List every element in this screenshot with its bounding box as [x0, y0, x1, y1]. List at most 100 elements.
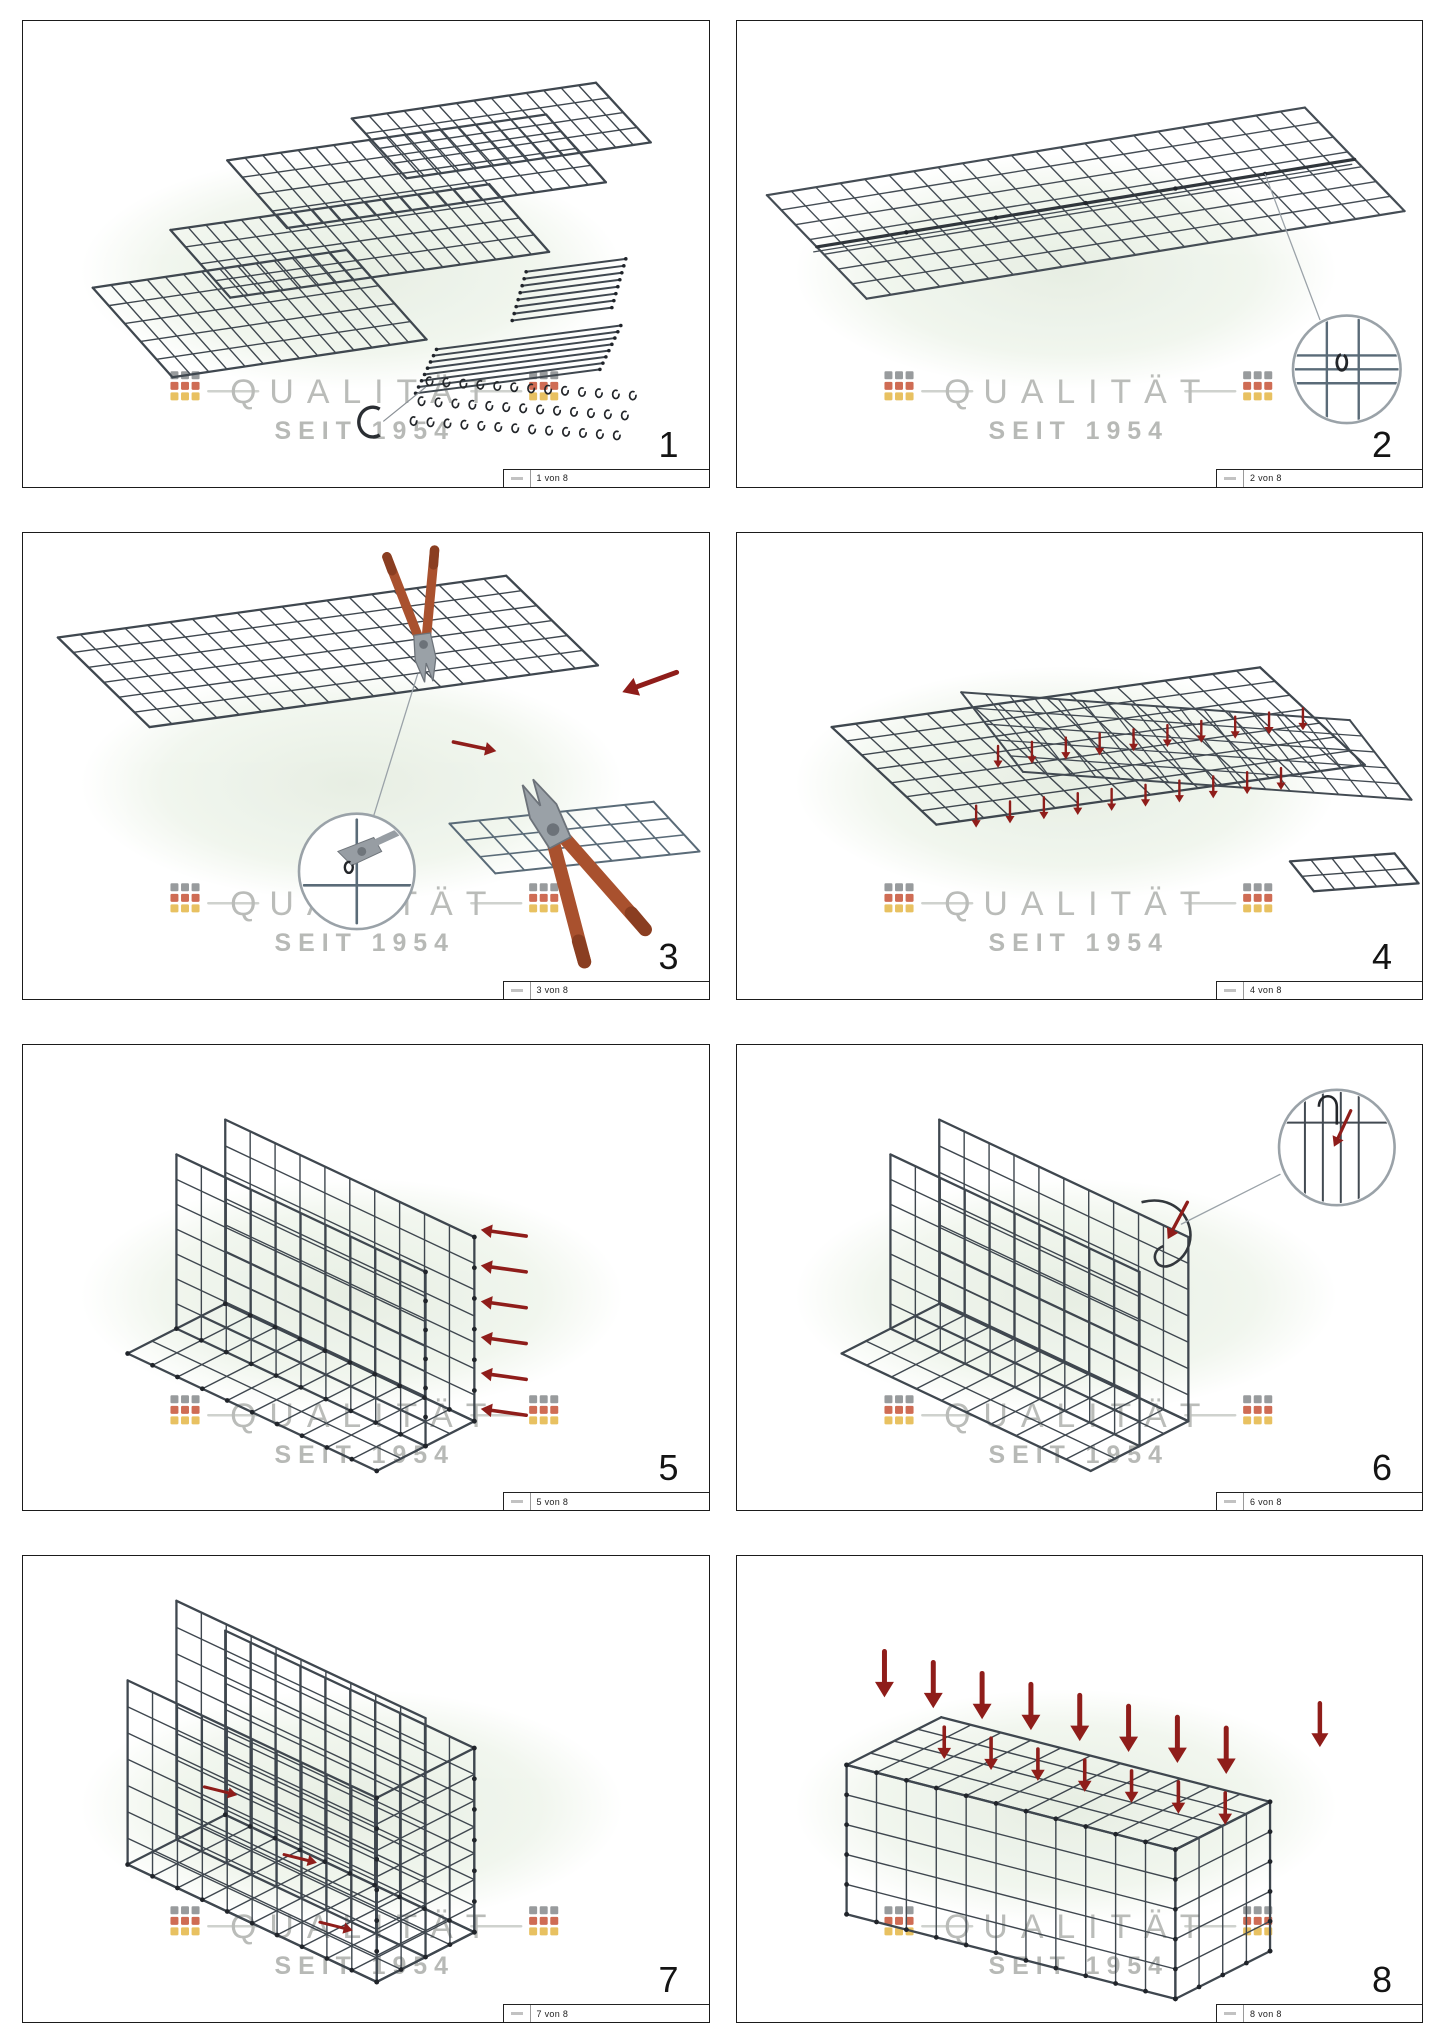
spiral-wire: [1140, 1198, 1192, 1268]
red-arrows: [480, 1224, 528, 1417]
german-flag-icon: [529, 883, 559, 913]
title-block-mini-cell: [504, 1493, 531, 1511]
quality-watermark: QUALITÄT SEIT 1954: [794, 1689, 1337, 1980]
sheet-count-label: 4 von 8: [1250, 985, 1282, 995]
mini-text-placeholder: [510, 988, 523, 992]
title-block-mini-cell: [1217, 981, 1244, 999]
title-block: 8 von 8: [1216, 2004, 1422, 2022]
wire-mesh-panel: [226, 113, 608, 230]
step-number: 3: [658, 935, 679, 977]
german-flag-icon: [170, 1394, 200, 1424]
wire-mesh-panel: [1288, 852, 1420, 893]
detail-circle: [1277, 1087, 1396, 1207]
sheet-count-label: 3 von 8: [536, 985, 569, 995]
sheet-count-label: 6 von 8: [1250, 1496, 1282, 1507]
wire-mesh-panel: [169, 183, 551, 299]
wire-mesh-panel: [1173, 1800, 1271, 2001]
wire-mesh-panel: [91, 248, 428, 379]
mini-text-placeholder: [1224, 2012, 1236, 2015]
title-block-mini-cell: [1217, 469, 1244, 487]
watermark-line2: SEIT 1954: [275, 929, 455, 957]
c-hook-icon: [357, 405, 381, 439]
german-flag-icon: [1242, 371, 1272, 401]
mini-text-placeholder: [1224, 1500, 1236, 1504]
rod-bundles: [413, 257, 628, 396]
german-flag-icon: [883, 883, 914, 913]
sheet-count-label: 5 von 8: [536, 1496, 569, 1507]
german-flag-icon: [1242, 1906, 1272, 1936]
wire-mesh-panel: [888, 1152, 1141, 1447]
wire-mesh-panel: [56, 574, 600, 728]
watermark-line1: QUALITÄT: [230, 1908, 499, 1946]
watermark-line1: QUALITÄT: [944, 885, 1213, 923]
illustration-step-8: QUALITÄT SEIT 1954: [794, 1649, 1337, 2002]
watermark-line1: QUALITÄT: [944, 373, 1213, 411]
wire-mesh-panel: [224, 1117, 476, 1422]
hook-wire: [1317, 1094, 1338, 1125]
watermark-line1: QUALITÄT: [230, 1397, 499, 1435]
step-number: 7: [658, 1959, 679, 2000]
sheet-count-label: 8 von 8: [1250, 2008, 1282, 2019]
title-block: 4 von 8: [1216, 980, 1422, 999]
detail-view: [1294, 318, 1399, 421]
watermark-line2: SEIT 1954: [988, 1952, 1168, 1980]
pliers-icon: [521, 778, 652, 969]
title-block: 6 von 8: [1216, 1492, 1422, 1511]
title-block: 3 von 8: [502, 980, 709, 999]
title-block-mini-cell: [504, 2005, 531, 2022]
mini-text-placeholder: [510, 1500, 523, 1504]
step-number: 1: [658, 423, 679, 465]
title-block: 2 von 8: [1216, 468, 1422, 487]
wire-mesh-panel: [175, 1152, 427, 1447]
title-block: 5 von 8: [502, 1492, 709, 1511]
instruction-panel-2: QUALITÄT SEIT 1954 2 2 von 8: [735, 20, 1423, 488]
wire-mesh-panel: [959, 690, 1413, 801]
german-flag-icon: [883, 1906, 914, 1936]
c-clip-rows: [409, 376, 637, 441]
watermark-line2: SEIT 1954: [988, 417, 1168, 445]
title-block: 7 von 8: [502, 2004, 709, 2022]
german-flag-icon: [170, 1906, 200, 1936]
title-block-mini-cell: [1217, 1493, 1244, 1511]
german-flag-icon: [1242, 883, 1272, 913]
sheet-count-label: 7 von 8: [536, 2008, 569, 2019]
red-arrows: [874, 1649, 1328, 1825]
quality-watermark: QUALITÄT SEIT 1954: [794, 154, 1337, 445]
instruction-panel-8: QUALITÄT SEIT 1954 8 8 von 8: [735, 1555, 1423, 2023]
red-arrows: [202, 1785, 353, 1934]
german-flag-icon: [529, 1394, 559, 1424]
watermark-line1: QUALITÄT: [944, 1908, 1213, 1946]
step-number: 4: [1371, 935, 1392, 977]
step-number: 6: [1371, 1447, 1392, 1489]
step-number: 5: [658, 1447, 679, 1489]
german-flag-icon: [1242, 1394, 1272, 1424]
german-flag-icon: [529, 1906, 559, 1936]
german-flag-icon: [170, 883, 200, 913]
step-number: 2: [1371, 423, 1392, 465]
sheet-count-label: 2 von 8: [1250, 473, 1282, 484]
mini-text-placeholder: [1224, 476, 1236, 480]
title-block: 1 von 8: [502, 468, 709, 487]
detail-view: [302, 818, 413, 925]
detail-view: [1281, 1091, 1392, 1203]
title-block-mini-cell: [504, 469, 531, 487]
step-number: 8: [1371, 1959, 1392, 2000]
pliers-icon: [382, 545, 440, 683]
title-block-mini-cell: [504, 981, 531, 999]
